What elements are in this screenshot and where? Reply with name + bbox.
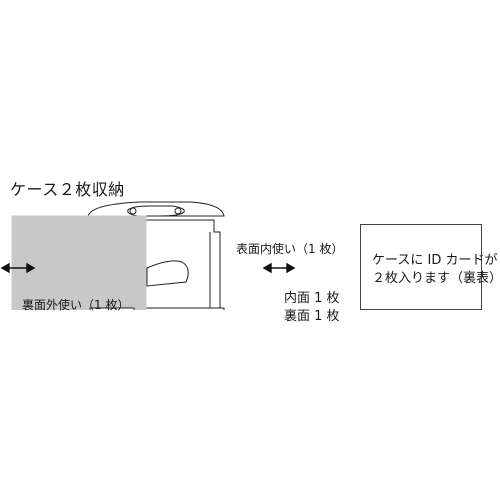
label-back-outer: 裏面外使い（1 枚） [22, 298, 130, 312]
case-clip-hole-right [174, 207, 182, 215]
label-front-inner: 表面内使い（1 枚） [236, 242, 344, 256]
case-clip-hole-left [129, 207, 137, 215]
label-inner-count: 内面 1 枚 [284, 291, 340, 306]
card-case-illustration [0, 201, 296, 310]
label-back-count: 裏面 1 枚 [284, 309, 340, 324]
double-arrow-icon [262, 262, 296, 274]
id-card [11, 215, 147, 310]
note-line-1: ケースに ID カードが [372, 253, 498, 268]
case-bottom-tab-left [89, 307, 135, 310]
case-clip-slot [127, 205, 185, 217]
double-arrow-icon [0, 262, 36, 274]
case-thumb-slot [146, 260, 189, 287]
case-outline [87, 201, 225, 310]
note-box [360, 224, 482, 310]
diagram-title: ケース２枚収納 [10, 180, 125, 199]
note-line-2: ２枚入ります（裏表） [372, 271, 500, 286]
